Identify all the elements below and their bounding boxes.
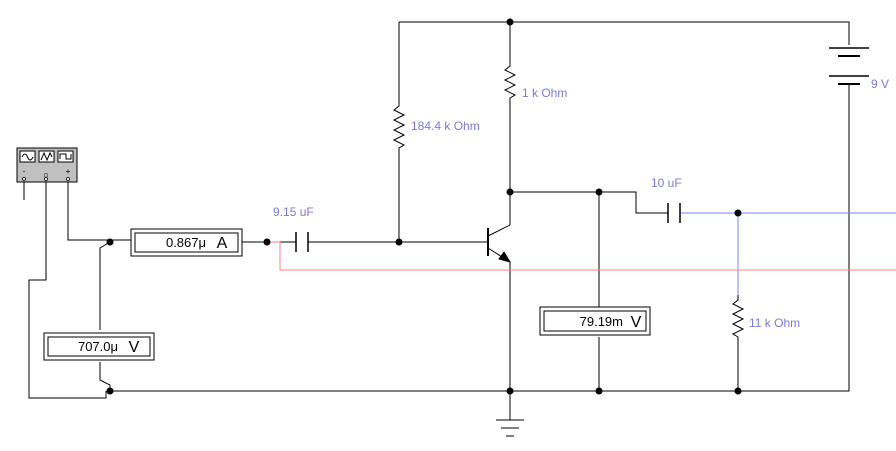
ground-symbol bbox=[496, 419, 524, 437]
triangle-wave-icon[interactable] bbox=[38, 150, 55, 163]
function-generator[interactable]: - ○ + bbox=[16, 147, 78, 183]
base-resistor-label: 184.4 k Ohm bbox=[411, 119, 480, 133]
ammeter[interactable]: 0.867μ A bbox=[130, 228, 243, 257]
load-resistor-label: 11 k Ohm bbox=[749, 316, 800, 330]
collector-resistor-label: 1 k Ohm bbox=[522, 86, 567, 100]
output-voltmeter[interactable]: 79.19m V bbox=[539, 306, 651, 336]
npn-transistor bbox=[487, 224, 512, 263]
ammeter-value: 0.867μ bbox=[166, 235, 206, 250]
gen-terminal-plus-post[interactable] bbox=[66, 177, 70, 181]
junction-dot bbox=[263, 238, 271, 246]
junction-dot bbox=[595, 387, 603, 395]
output-voltmeter-value: 79.19m bbox=[580, 314, 623, 329]
input-probe-wire bbox=[270, 241, 896, 271]
gen-terminal-minus-post[interactable] bbox=[22, 177, 26, 181]
input-voltmeter-value: 707.0μ bbox=[78, 339, 118, 354]
base-resistor bbox=[392, 100, 406, 150]
in-voltmeter-bottom-wire bbox=[99, 362, 111, 391]
junction-dot bbox=[395, 238, 403, 246]
square-wave-icon[interactable] bbox=[57, 150, 74, 163]
in-voltmeter-top-wire bbox=[99, 241, 111, 330]
junction-dots bbox=[106, 18, 742, 395]
junction-dot bbox=[506, 18, 514, 26]
junction-dot bbox=[734, 209, 742, 217]
gen-common-wire bbox=[28, 182, 107, 399]
input-voltmeter-unit: V bbox=[129, 339, 140, 356]
battery-symbol bbox=[829, 47, 869, 92]
gen-plus-wire bbox=[67, 182, 131, 241]
junction-dot bbox=[506, 188, 514, 196]
top-rail-wire bbox=[399, 21, 850, 45]
collector-resistor bbox=[503, 60, 517, 100]
battery-label: 9 V bbox=[871, 77, 889, 91]
output-voltmeter-unit: V bbox=[631, 314, 642, 331]
ammeter-unit: A bbox=[217, 235, 228, 252]
output-capacitor bbox=[667, 203, 681, 223]
gen-terminal-minus: - bbox=[22, 167, 27, 176]
input-capacitor-label: 9.15 uF bbox=[273, 205, 314, 219]
gen-terminal-plus: + bbox=[66, 167, 71, 176]
output-capacitor-label: 10 uF bbox=[651, 176, 682, 190]
input-capacitor bbox=[295, 232, 309, 252]
junction-dot bbox=[106, 238, 114, 246]
sine-wave-icon[interactable] bbox=[19, 150, 36, 163]
load-resistor bbox=[731, 295, 745, 340]
junction-dot bbox=[506, 387, 514, 395]
gen-terminal-common-post[interactable] bbox=[44, 177, 48, 181]
junction-dot bbox=[595, 188, 603, 196]
collector-branch-wire bbox=[510, 191, 668, 214]
junction-dot bbox=[106, 387, 114, 395]
junction-dot bbox=[734, 387, 742, 395]
wires bbox=[23, 21, 850, 420]
battery-return-wire bbox=[110, 92, 850, 392]
gen-terminal-common: ○ bbox=[44, 171, 48, 179]
input-voltmeter[interactable]: 707.0μ V bbox=[43, 332, 155, 361]
